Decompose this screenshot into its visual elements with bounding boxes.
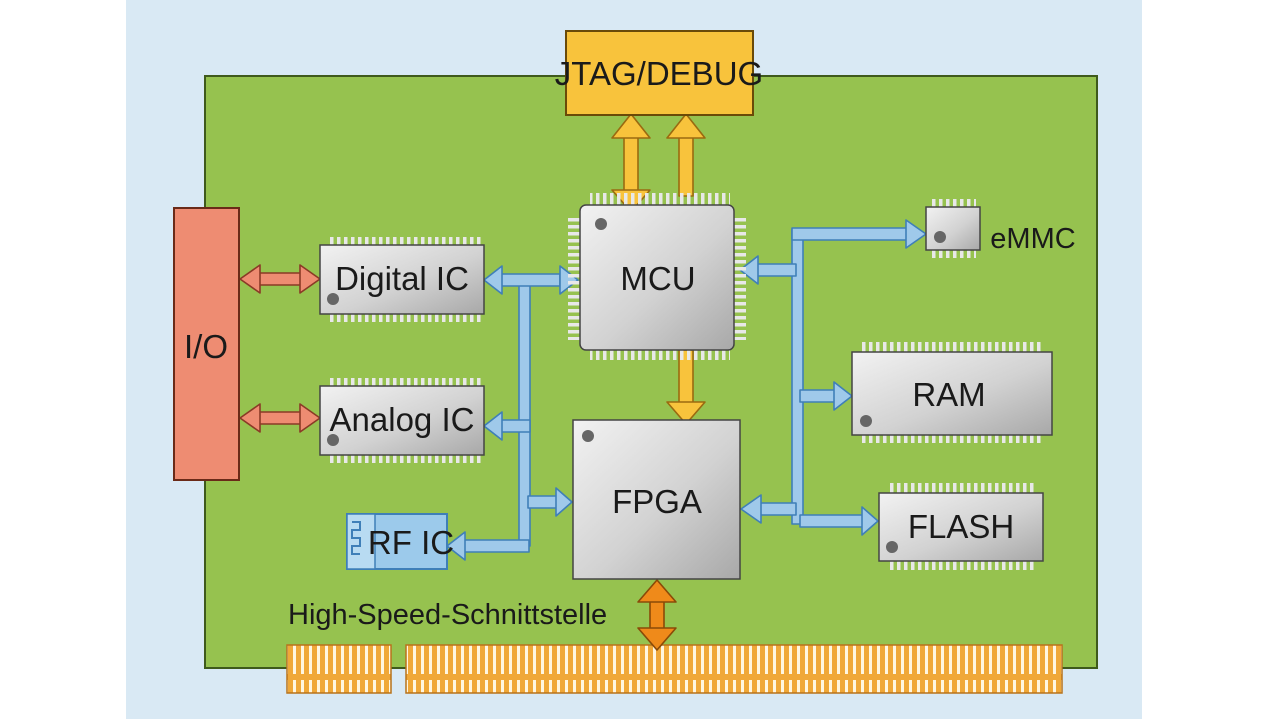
rf-ic-block: RF IC xyxy=(346,513,454,570)
blue-bus-right xyxy=(755,227,909,528)
edge-connector xyxy=(286,644,1063,694)
blue-bus-left xyxy=(462,273,561,553)
emmc-label: eMMC xyxy=(990,223,1075,255)
mcu-label: MCU xyxy=(620,260,695,297)
emmc-chip: eMMC xyxy=(925,199,1076,258)
io-block: I/O xyxy=(173,207,240,481)
high-speed-label: High-Speed-Schnittstelle xyxy=(288,599,607,631)
analog-ic-label: Analog IC xyxy=(330,401,475,438)
mcu-chip: MCU xyxy=(568,193,746,360)
high-speed-link xyxy=(637,579,677,651)
jtag-debug-block: JTAG/DEBUG xyxy=(555,30,763,116)
flash-chip: FLASH xyxy=(878,483,1044,570)
rf-ic-label: RF IC xyxy=(368,524,454,561)
ram-label: RAM xyxy=(912,376,985,413)
flash-label: FLASH xyxy=(908,508,1014,545)
digital-ic-chip: Digital IC xyxy=(319,237,485,322)
digital-ic-label: Digital IC xyxy=(335,260,469,297)
mcu-to-fpga-link xyxy=(666,349,706,425)
jtag-label: JTAG/DEBUG xyxy=(555,55,763,92)
antenna-icon xyxy=(351,521,361,555)
io-links xyxy=(239,264,321,433)
fpga-label: FPGA xyxy=(612,483,702,520)
ram-chip: RAM xyxy=(851,342,1053,443)
io-label: I/O xyxy=(184,328,228,365)
analog-ic-chip: Analog IC xyxy=(319,378,485,463)
fpga-chip: FPGA xyxy=(572,419,741,580)
blue-bus-arrowheads-right xyxy=(739,219,927,536)
